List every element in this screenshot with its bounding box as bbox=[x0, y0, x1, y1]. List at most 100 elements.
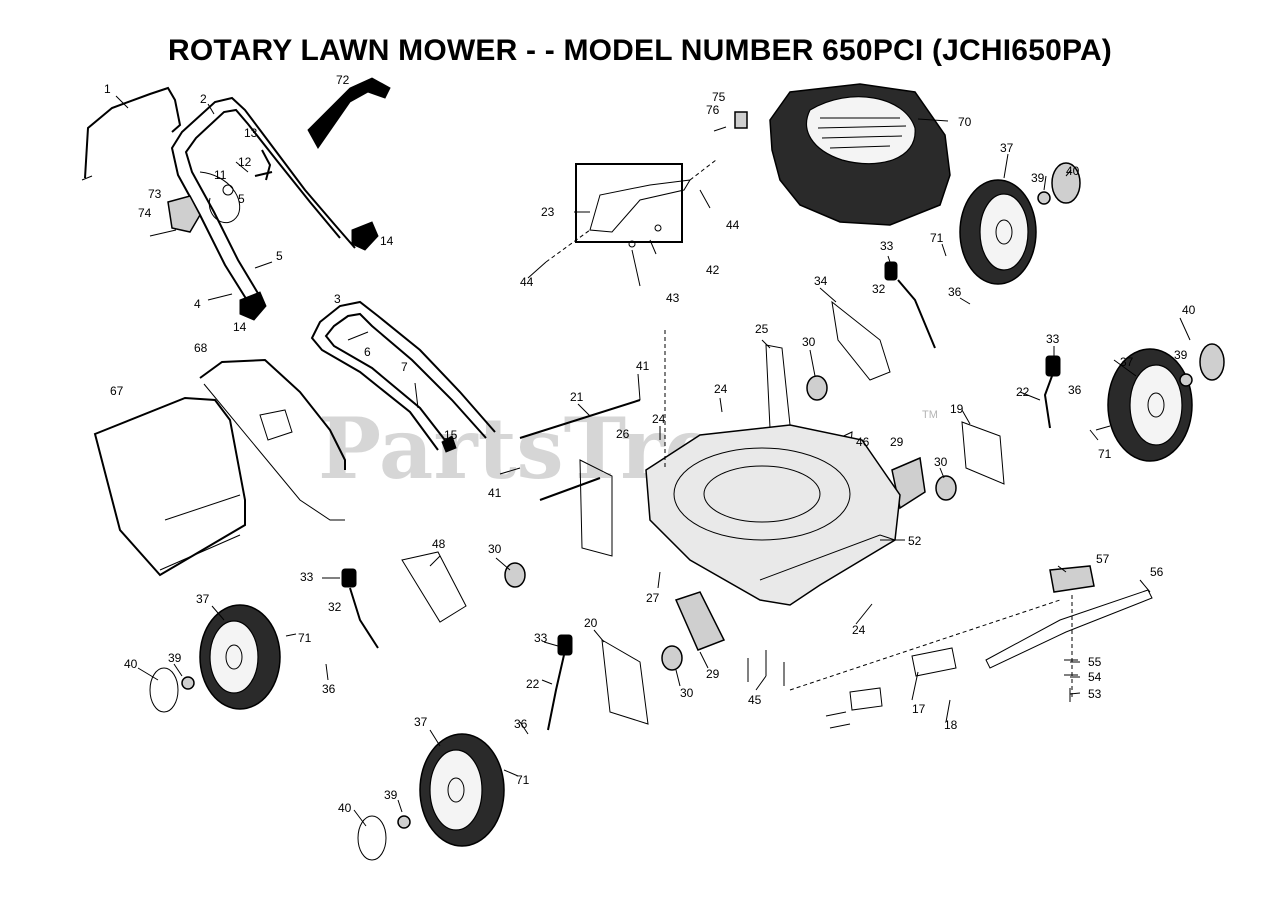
callout-7: 7 bbox=[401, 360, 408, 374]
part-blade-adapter bbox=[1049, 565, 1095, 593]
part-bracket-48 bbox=[401, 551, 467, 623]
callout-33: 33 bbox=[300, 570, 314, 584]
callout-32: 32 bbox=[872, 282, 886, 296]
part-hubcap-right bbox=[1199, 343, 1225, 381]
part-bolt-41-left bbox=[499, 467, 521, 475]
part-nut-top bbox=[1037, 191, 1051, 205]
part-hubcap-top bbox=[1051, 162, 1081, 204]
callout-71: 71 bbox=[930, 231, 944, 245]
callout-22: 22 bbox=[1016, 385, 1030, 399]
callout-56: 56 bbox=[1150, 565, 1164, 579]
callout-39: 39 bbox=[1031, 171, 1045, 185]
part-hinge-29b bbox=[674, 591, 726, 651]
part-pivot-30a bbox=[806, 375, 828, 401]
part-adjuster-rear-right bbox=[884, 261, 936, 349]
callout-33: 33 bbox=[534, 631, 548, 645]
part-pivot-30d bbox=[661, 645, 683, 671]
part-cable-clip bbox=[261, 149, 272, 181]
callout-17: 17 bbox=[912, 702, 926, 716]
callout-34: 34 bbox=[814, 274, 828, 288]
callout-70: 70 bbox=[958, 115, 972, 129]
callout-30: 30 bbox=[488, 542, 502, 556]
part-screws-18 bbox=[825, 711, 851, 729]
part-deck bbox=[645, 424, 901, 606]
callout-labels: 1 2 72 13 12 11 5 73 74 14 5 4 14 3 6 68… bbox=[104, 73, 1196, 815]
part-nut-left bbox=[181, 676, 195, 690]
callout-45: 45 bbox=[748, 693, 762, 707]
callout-74: 74 bbox=[138, 206, 152, 220]
part-bracket-20 bbox=[601, 639, 649, 725]
part-nut-right bbox=[1179, 373, 1193, 387]
callout-15: 15 bbox=[444, 428, 458, 442]
part-knob-bolt bbox=[254, 171, 273, 177]
part-knob bbox=[222, 184, 234, 196]
callout-32: 32 bbox=[328, 600, 342, 614]
part-engine-cable bbox=[199, 171, 241, 224]
part-bracket-26 bbox=[579, 459, 613, 557]
part-grass-bag bbox=[93, 396, 246, 577]
callout-29: 29 bbox=[890, 435, 904, 449]
callout-30: 30 bbox=[934, 455, 948, 469]
part-bracket-34 bbox=[831, 300, 891, 381]
callout-67: 67 bbox=[110, 384, 124, 398]
callout-33: 33 bbox=[880, 239, 894, 253]
callout-18: 18 bbox=[944, 718, 958, 732]
part-handle-knob-lower bbox=[239, 291, 267, 321]
callout-75: 75 bbox=[712, 90, 726, 104]
part-hubcap-left bbox=[149, 667, 179, 713]
part-handle-knob-upper bbox=[351, 221, 379, 251]
part-lower-handle bbox=[310, 300, 496, 451]
callout-52: 52 bbox=[908, 534, 922, 548]
part-engine bbox=[769, 83, 951, 226]
callout-55: 55 bbox=[1088, 655, 1102, 669]
part-wheel-rear-right bbox=[959, 179, 1037, 285]
callout-37: 37 bbox=[1120, 355, 1134, 369]
callout-14: 14 bbox=[380, 234, 394, 248]
part-bracket-19 bbox=[961, 421, 1005, 485]
part-grass-bag-frame bbox=[199, 358, 346, 521]
callout-41: 41 bbox=[636, 359, 650, 373]
callout-19: 19 bbox=[950, 402, 964, 416]
callout-24: 24 bbox=[852, 623, 866, 637]
callout-42: 42 bbox=[706, 263, 720, 277]
callout-46: 46 bbox=[856, 435, 870, 449]
callout-72: 72 bbox=[336, 73, 350, 87]
callout-30: 30 bbox=[680, 686, 694, 700]
part-pivot-30b bbox=[935, 475, 957, 501]
callout-26: 26 bbox=[616, 427, 630, 441]
part-axle bbox=[519, 399, 641, 439]
part-handle-screw-6 bbox=[347, 331, 369, 341]
part-wheel-front-left bbox=[199, 604, 281, 710]
callout-2: 2 bbox=[200, 92, 207, 106]
part-adjuster-front-left bbox=[341, 568, 379, 649]
part-bracket-18 bbox=[911, 647, 957, 677]
part-control-bail bbox=[81, 86, 182, 181]
leader-70 bbox=[917, 118, 949, 122]
part-bracket-17 bbox=[849, 687, 883, 711]
callout-22: 22 bbox=[526, 677, 540, 691]
part-nut-bottom bbox=[397, 815, 411, 829]
part-handle-bolt-7 bbox=[414, 382, 419, 409]
callout-36: 36 bbox=[322, 682, 336, 696]
callout-3: 3 bbox=[334, 292, 341, 306]
callout-37: 37 bbox=[1000, 141, 1014, 155]
callout-37: 37 bbox=[196, 592, 210, 606]
callout-53: 53 bbox=[1088, 687, 1102, 701]
part-handle-grip bbox=[307, 77, 391, 149]
part-bracket-25 bbox=[765, 344, 791, 429]
centerline-blade bbox=[789, 599, 1061, 691]
part-pivot-30c bbox=[504, 562, 526, 588]
watermark-trademark: TM bbox=[922, 409, 938, 421]
callout-5: 5 bbox=[238, 192, 245, 206]
callout-44: 44 bbox=[726, 218, 740, 232]
callout-12: 12 bbox=[238, 155, 252, 169]
callout-39: 39 bbox=[384, 788, 398, 802]
part-discharge-inset bbox=[545, 159, 717, 263]
part-wheel-mid-right bbox=[1107, 348, 1193, 462]
part-adjuster-mid-right bbox=[1043, 355, 1061, 429]
part-axle-lower bbox=[539, 477, 601, 501]
callout-25: 25 bbox=[755, 322, 769, 336]
callout-71: 71 bbox=[516, 773, 530, 787]
callout-40: 40 bbox=[124, 657, 138, 671]
